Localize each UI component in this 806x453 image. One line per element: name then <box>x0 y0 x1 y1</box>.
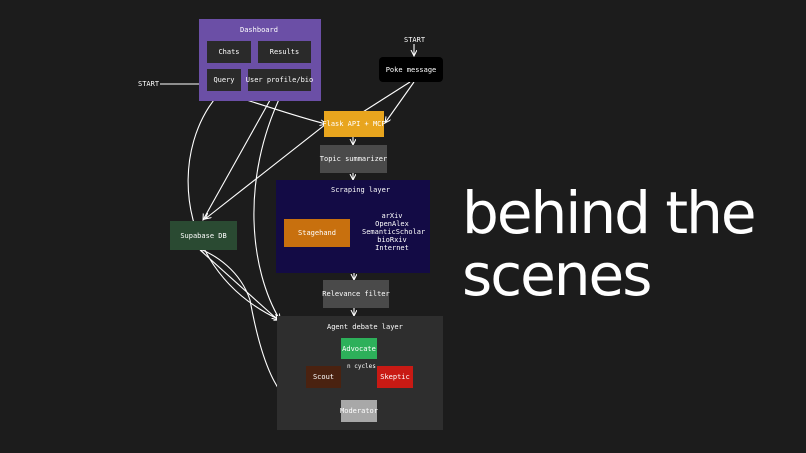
scout-node: Scout <box>306 366 341 388</box>
dashboard-title: Dashboard <box>240 26 278 34</box>
relevance-filter-node: Relevance filter <box>322 280 390 308</box>
source-semanticscholar: SemanticScholar <box>362 228 426 236</box>
source-openalex: OpenAlex <box>375 220 409 228</box>
chats-button[interactable]: Chats <box>207 41 251 63</box>
arrow-profile-to-supabase <box>203 92 275 220</box>
user-profile-button[interactable]: User profile/bio <box>246 69 313 91</box>
headline-line-1: behind the <box>462 179 757 247</box>
stagehand-node: Stagehand <box>284 219 350 247</box>
arrow-flask-to-supabase <box>205 123 327 219</box>
query-button[interactable]: Query <box>207 69 241 91</box>
start-left-label: START <box>138 80 160 88</box>
flask-api-node: Flask API + MCP <box>322 111 386 137</box>
source-internet: Internet <box>375 244 409 252</box>
arrow-results-to-debate <box>187 64 280 320</box>
sources-list: arXiv OpenAlex SemanticScholar bioRxiv I… <box>362 212 426 252</box>
poke-message-node: Poke message <box>379 57 443 82</box>
start-top-label: START <box>404 36 426 44</box>
topic-summarizer-node: Topic summarizer <box>320 145 387 173</box>
headline-line-2: scenes <box>462 241 652 309</box>
arrow-poke-to-flask-b <box>385 81 415 123</box>
cycles-label: n cycles <box>347 363 376 370</box>
results-button[interactable]: Results <box>258 41 311 63</box>
skeptic-node: Skeptic <box>377 366 413 388</box>
source-biorxiv: bioRxiv <box>377 236 407 244</box>
advocate-node: Advocate <box>341 338 377 359</box>
arrow-supabase-to-debate <box>199 249 278 320</box>
moderator-node: Moderator <box>340 400 378 422</box>
source-arxiv: arXiv <box>381 212 403 220</box>
supabase-db-node: Supabase DB <box>170 221 237 250</box>
scraping-layer-title: Scraping layer <box>331 186 391 194</box>
arrow-profile-to-debate <box>253 92 283 320</box>
agent-debate-title: Agent debate layer <box>327 323 403 331</box>
